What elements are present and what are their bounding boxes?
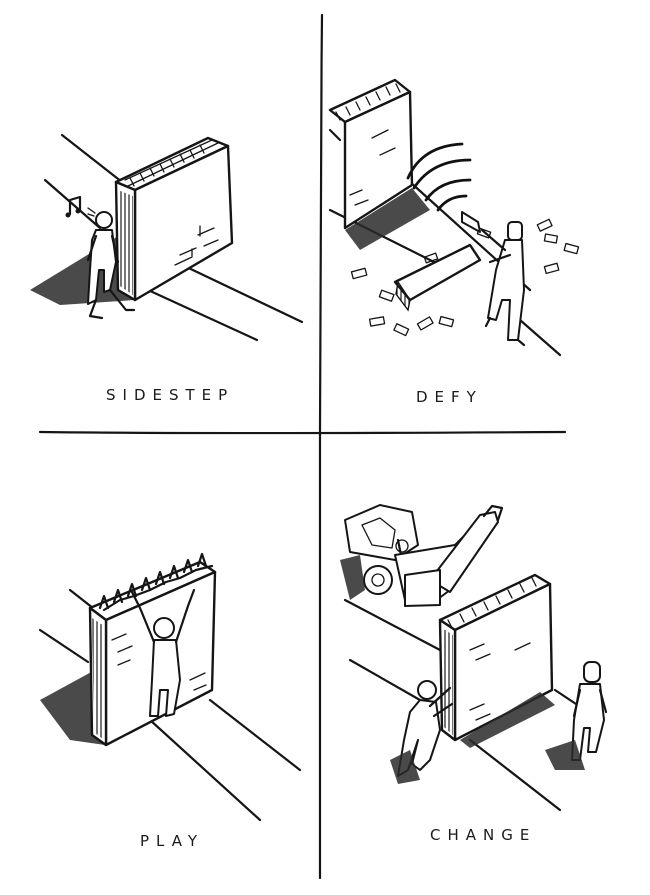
megaphone-icon xyxy=(406,142,481,233)
music-note-icon xyxy=(65,195,96,218)
caption-sidestep: SIDESTEP xyxy=(106,386,235,404)
panel-dividers xyxy=(38,13,567,880)
climbing-person xyxy=(130,588,196,717)
shouting-person xyxy=(480,221,526,347)
panel-change xyxy=(340,504,608,812)
pushing-person xyxy=(390,680,454,784)
caption-change: CHANGE xyxy=(430,826,537,844)
panel-play xyxy=(38,552,302,822)
caption-defy: DEFY xyxy=(416,388,483,406)
wall-spikes xyxy=(98,552,214,612)
caption-play: PLAY xyxy=(140,832,205,850)
crane-icon xyxy=(340,504,504,607)
panel-defy xyxy=(328,78,580,357)
observing-person xyxy=(545,661,608,770)
walking-person xyxy=(86,211,136,320)
panel-sidestep xyxy=(30,133,304,342)
